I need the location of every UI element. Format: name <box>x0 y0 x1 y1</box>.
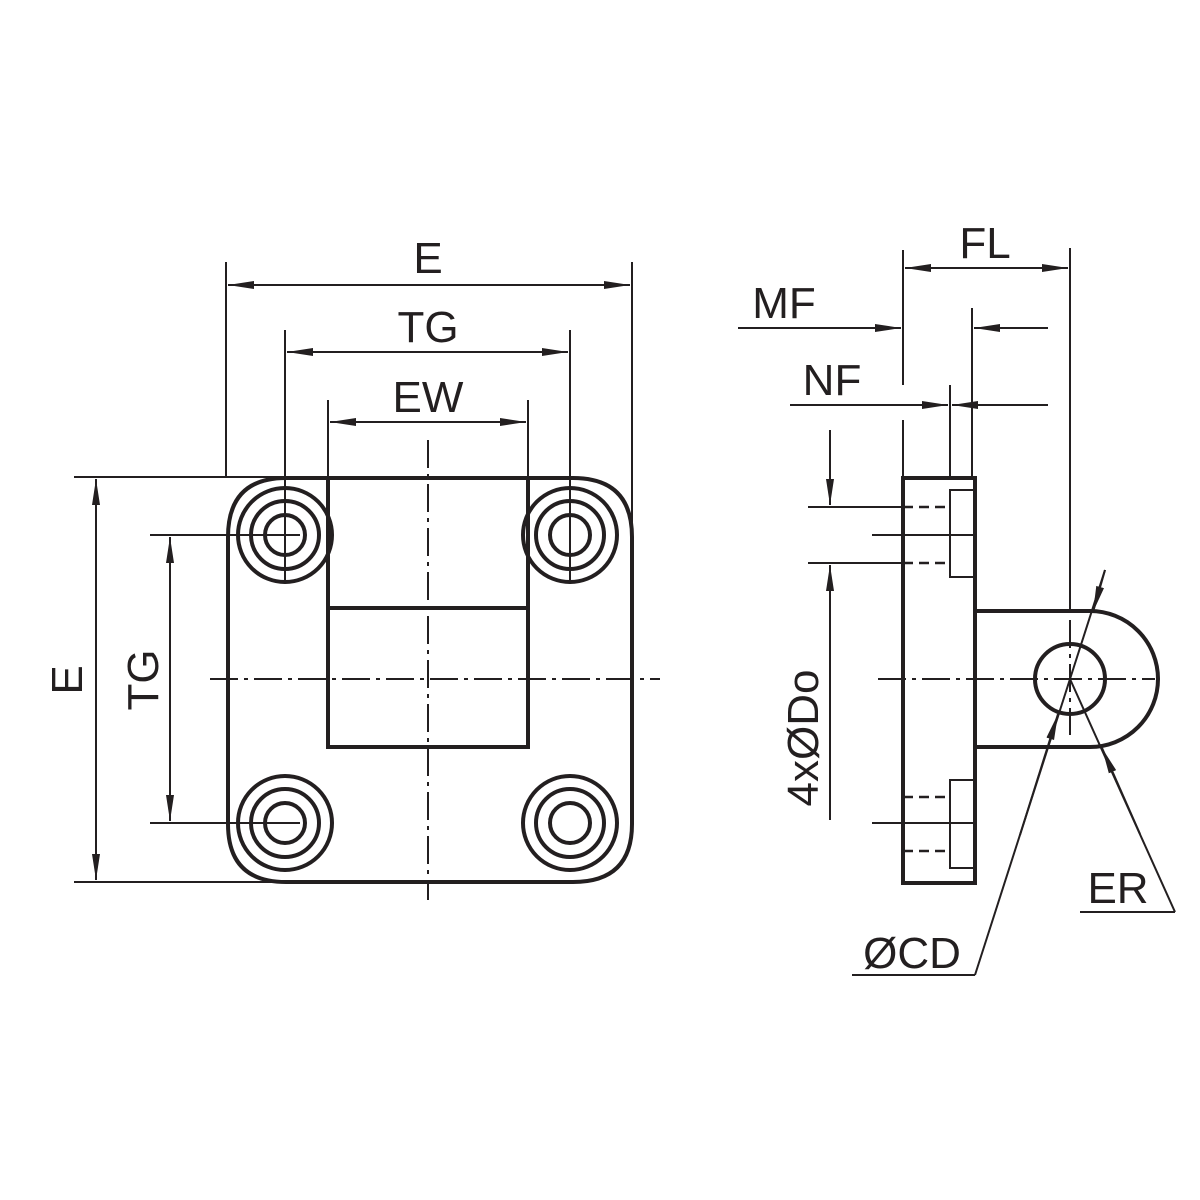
er-arrow <box>1101 747 1141 835</box>
hidden-holes <box>903 505 950 853</box>
label-tg: TG <box>397 303 458 352</box>
label-e: E <box>413 234 442 283</box>
label-mf: MF <box>752 279 816 328</box>
slot-sides <box>326 478 530 608</box>
label-fl: FL <box>959 219 1010 268</box>
label-nf: NF <box>803 356 862 405</box>
plate <box>901 476 977 885</box>
cd-arrow <box>1019 713 1059 836</box>
side-extension-lines <box>808 248 1071 824</box>
label-ew: EW <box>393 373 464 422</box>
label-tg-vertical: TG <box>119 649 168 710</box>
label-cd: ØCD <box>863 929 961 978</box>
boss-outline <box>975 609 1160 749</box>
front-view: E TG EW E TG <box>43 234 660 900</box>
side-view: FL MF NF 4xØDo ER ØCD <box>738 219 1176 978</box>
extension-lines <box>74 262 633 883</box>
label-er: ER <box>1087 864 1148 913</box>
centerlines <box>210 440 660 900</box>
er-arrow-top <box>1092 569 1106 613</box>
label-e-vertical: E <box>43 665 92 694</box>
label-holes: 4xØDo <box>779 670 828 807</box>
side-centerlines <box>878 620 1155 735</box>
flange-outline <box>226 476 634 884</box>
